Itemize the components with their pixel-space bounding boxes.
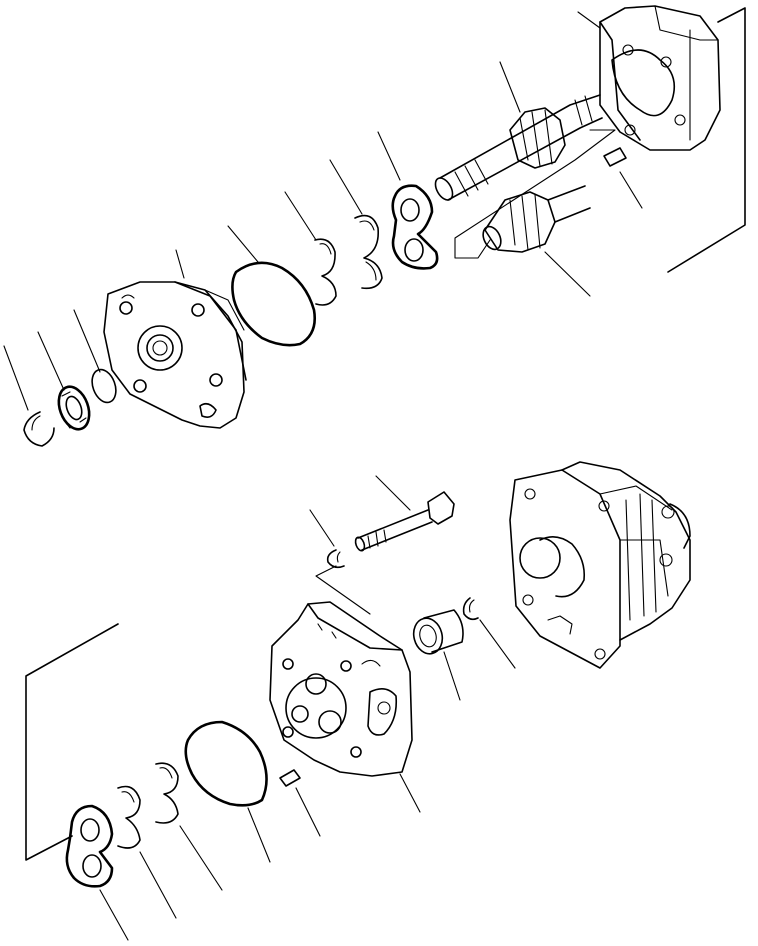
backup-ring-lower-right xyxy=(155,762,179,824)
long-bolt xyxy=(354,491,455,552)
assembly-bracket-upper xyxy=(667,7,746,273)
retaining-ring-upper xyxy=(91,368,117,404)
backup-ring-lower-left xyxy=(117,785,141,849)
gear-housing-lower xyxy=(269,601,413,777)
o-ring-lower xyxy=(184,720,268,807)
dowel-pin-lower xyxy=(279,769,301,787)
side-plate-upper xyxy=(391,184,439,270)
drive-gear-shaft xyxy=(434,94,603,201)
dowel-pin-upper xyxy=(603,147,627,167)
side-plate-lower xyxy=(65,804,114,888)
washer xyxy=(326,549,345,569)
front-cover-upper xyxy=(103,281,247,429)
leader-lines-lower xyxy=(99,475,516,941)
backup-ring-upper-left xyxy=(314,238,337,306)
pump-body-assembly xyxy=(509,461,691,669)
assembly-guide-line-lower xyxy=(315,565,371,615)
rear-housing-block xyxy=(599,5,721,151)
driven-gear xyxy=(482,185,591,253)
backup-ring-upper-right xyxy=(354,214,383,290)
o-ring-upper xyxy=(231,261,316,347)
assembly-bracket-lower xyxy=(25,623,119,861)
snap-ring-lower xyxy=(462,597,479,621)
needle-bearing xyxy=(412,609,464,655)
assembly-guide-line xyxy=(454,129,616,259)
snap-ring-upper xyxy=(23,411,55,447)
oil-seal xyxy=(57,385,91,431)
leader-lines-upper xyxy=(3,11,643,411)
